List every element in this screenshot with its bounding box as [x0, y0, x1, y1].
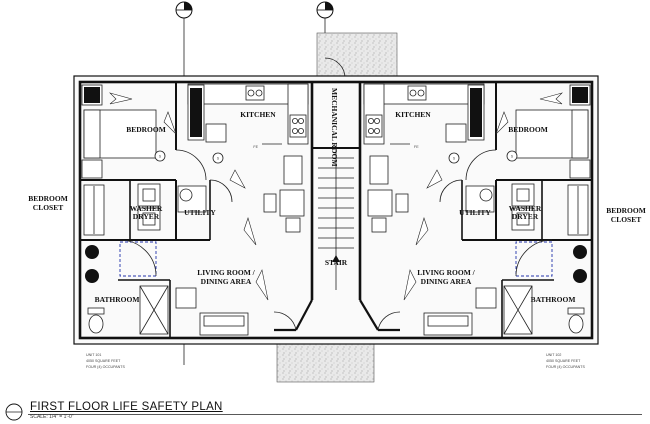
smoke-detector-left-1: S: [159, 155, 162, 159]
room-label-mechanical: MECHANICAL ROOM: [330, 88, 339, 167]
unit-note-right-1: UNIT 102: [546, 353, 561, 357]
room-label-stair: STAIR: [325, 258, 348, 267]
room-label-bedroom-closet-left-1: BEDROOM: [28, 194, 68, 203]
room-label-bathroom-right: BATHROOM: [531, 295, 576, 304]
fire-extinguisher-right: FE: [414, 145, 419, 149]
rear-entry-pad: [316, 32, 398, 79]
smoke-detector-right-2: S: [453, 157, 456, 161]
unit-note-right-3: FOUR (4) OCCUPANTS: [546, 365, 585, 369]
drawing-scale: SCALE: 1/4" = 1'-0": [30, 414, 74, 420]
room-label-living-left-1: LIVING ROOM /: [197, 268, 255, 277]
room-label-washer-left: WASHER: [130, 204, 163, 213]
room-label-bedroom-closet-right-2: CLOSET: [611, 215, 641, 224]
dining-table: [279, 189, 305, 217]
room-label-utility-left: UTILITY: [184, 208, 216, 217]
title-block-marker: [5, 403, 23, 421]
room-label-living-left-2: DINING AREA: [201, 277, 252, 286]
unit-note-right-2: 4050 SQUARE FEET: [546, 359, 581, 363]
room-label-kitchen-right: KITCHEN: [395, 110, 431, 119]
unit-note-left-3: FOUR (4) OCCUPANTS: [86, 365, 125, 369]
room-label-washer-right: WASHER: [509, 204, 542, 213]
room-label-bedroom-right: BEDROOM: [508, 125, 548, 134]
stair-treads: [318, 150, 354, 290]
room-label-bedroom-closet-right-1: BEDROOM: [606, 206, 646, 215]
smoke-detector-right-1: S: [511, 155, 514, 159]
unit-note-left-1: UNIT 101: [86, 353, 101, 357]
section-marker-right: [316, 1, 334, 64]
unit-right: [363, 82, 592, 338]
drawing-title: FIRST FLOOR LIFE SAFETY PLAN: [30, 401, 223, 413]
room-label-dryer-right: DRYER: [512, 212, 539, 221]
room-label-living-right-2: DINING AREA: [421, 277, 472, 286]
room-label-living-right-1: LIVING ROOM /: [417, 268, 475, 277]
sofa: [199, 312, 249, 336]
room-label-utility-right: UTILITY: [459, 208, 491, 217]
room-label-bathroom-left: BATHROOM: [95, 295, 140, 304]
unit-left: [80, 82, 309, 338]
room-label-bedroom-closet-left-2: CLOSET: [33, 203, 63, 212]
room-label-kitchen-left: KITCHEN: [240, 110, 276, 119]
smoke-detector-left-2: S: [217, 157, 220, 161]
room-label-dryer-left: DRYER: [133, 212, 160, 221]
fire-extinguisher-left: FE: [253, 145, 258, 149]
room-label-bedroom-left: BEDROOM: [126, 125, 166, 134]
unit-note-left-2: 4050 SQUARE FEET: [86, 359, 121, 363]
